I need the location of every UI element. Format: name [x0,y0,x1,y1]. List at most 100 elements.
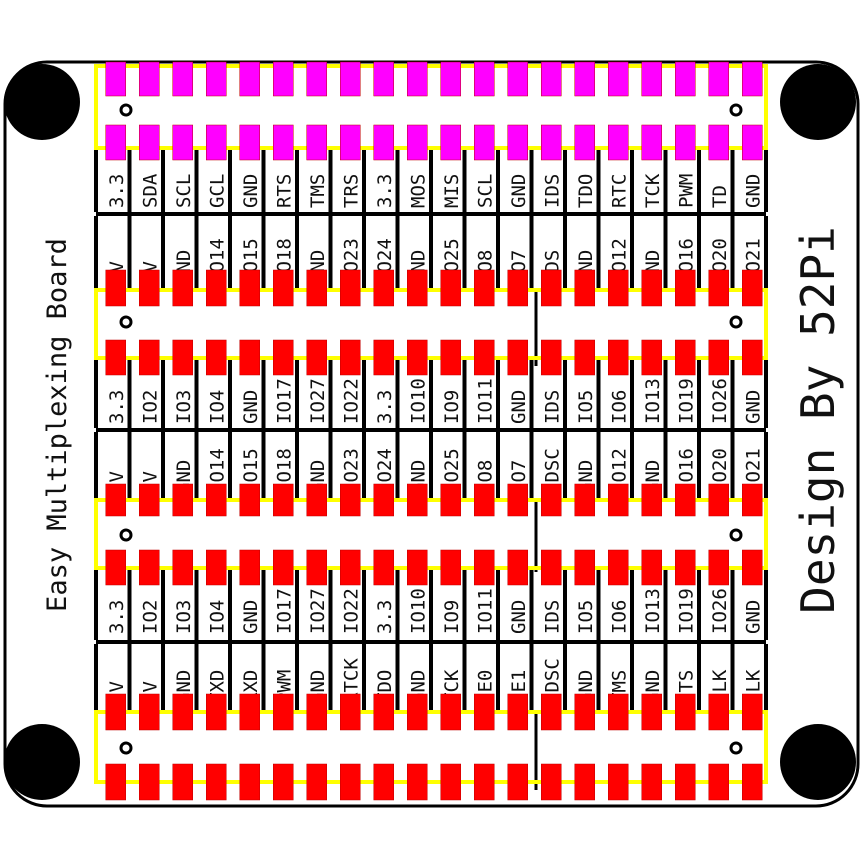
pin-pad [139,483,160,517]
pin-pad [373,549,394,586]
pin-pad [541,269,562,307]
pin-pad [675,339,696,376]
pin-pad [440,763,461,801]
pin-label: IO22 [340,588,362,634]
pin-pad [139,124,160,161]
pin-pad [239,763,260,801]
pin-pad [306,339,327,376]
pin-pad [239,339,260,376]
pin-label: 3.3 [106,390,128,424]
pin-label: 3.3 [374,600,396,634]
pin-label: IDS [541,600,563,634]
pin-pad [742,549,763,586]
pin-label: IO19 [675,378,697,424]
pin-label: IO21 [742,448,764,494]
pin-pad [440,339,461,376]
pin-pad [340,124,361,161]
pin-pad [273,269,294,307]
pin-label: GND [742,600,764,634]
pin-pad [742,339,763,376]
pin-pad [273,763,294,801]
pin-pad [641,339,662,376]
pin-pad [373,269,394,307]
pin-header [94,693,768,801]
pin-label: IO2 [139,600,161,634]
pin-pad [608,124,629,161]
pin-pad [608,61,629,97]
pin-pad [373,763,394,801]
pin-pad [507,483,528,517]
pin-pad [507,61,528,97]
pin-pad [139,693,160,731]
pin-pad [407,61,428,97]
pin-pad [206,61,227,97]
pin-pad [474,269,495,307]
pin-pad [675,549,696,586]
pin-pad [306,483,327,517]
pin-label: SCL [173,174,195,208]
pin-label: IO27 [307,378,329,424]
pin-pad [742,269,763,307]
pin-pad [541,124,562,161]
pin1-marker-icon [119,741,133,755]
pin-pad [139,269,160,307]
pin-pad [608,693,629,731]
pin-pad [541,693,562,731]
pin-pad [172,483,193,517]
pin-pad [474,124,495,161]
pin-pad [541,61,562,97]
pin-pad [574,763,595,801]
pin-pad [105,763,126,801]
pin-label: IO20 [709,448,731,494]
pin-pad [541,549,562,586]
pin-label: IO16 [675,448,697,494]
pin-pad [641,269,662,307]
pin-pad [574,549,595,586]
pin-label: IDS [541,390,563,424]
pin-label: 3.3 [374,174,396,208]
pin-pad [641,549,662,586]
pin-pad [172,339,193,376]
pin-pad [440,61,461,97]
pin-pad [139,61,160,97]
pin-pad [373,693,394,731]
pin1-marker-icon [729,528,743,542]
pin-pad [708,269,729,307]
pin-label: TMS [307,174,329,208]
pin-pad [273,483,294,517]
pin-pad [306,549,327,586]
pin-label: GND [240,600,262,634]
pin-label: IDSC [541,658,563,704]
pin-label: IO19 [675,588,697,634]
pin-pad [708,549,729,586]
pin-pad [306,693,327,731]
pin-pad [340,61,361,97]
pin-label: IO10 [407,588,429,634]
pin-label: GND [508,174,530,208]
pin-label: IO11 [474,588,496,634]
pin-pad [172,269,193,307]
pin-pad [273,61,294,97]
pin-label: IO14 [206,448,228,494]
pin-pad [574,483,595,517]
pin-pad [474,549,495,586]
pin-pad [507,339,528,376]
pin-pad [507,549,528,586]
pin-pad [675,763,696,801]
pin-label: IO6 [608,600,630,634]
pin-pad [340,763,361,801]
pin-pad [675,124,696,161]
pin-pad [507,269,528,307]
pin-pad [541,339,562,376]
pin-label: 3.3 [106,174,128,208]
pin-label: IO17 [273,588,295,634]
pin-label: IO15 [240,448,262,494]
pin-pad [708,339,729,376]
pin-pad [742,763,763,801]
pin-pad [641,124,662,161]
pin-header [94,61,768,161]
pin-pad [306,269,327,307]
pin-label: IO2 [139,390,161,424]
pin-pad [206,693,227,731]
